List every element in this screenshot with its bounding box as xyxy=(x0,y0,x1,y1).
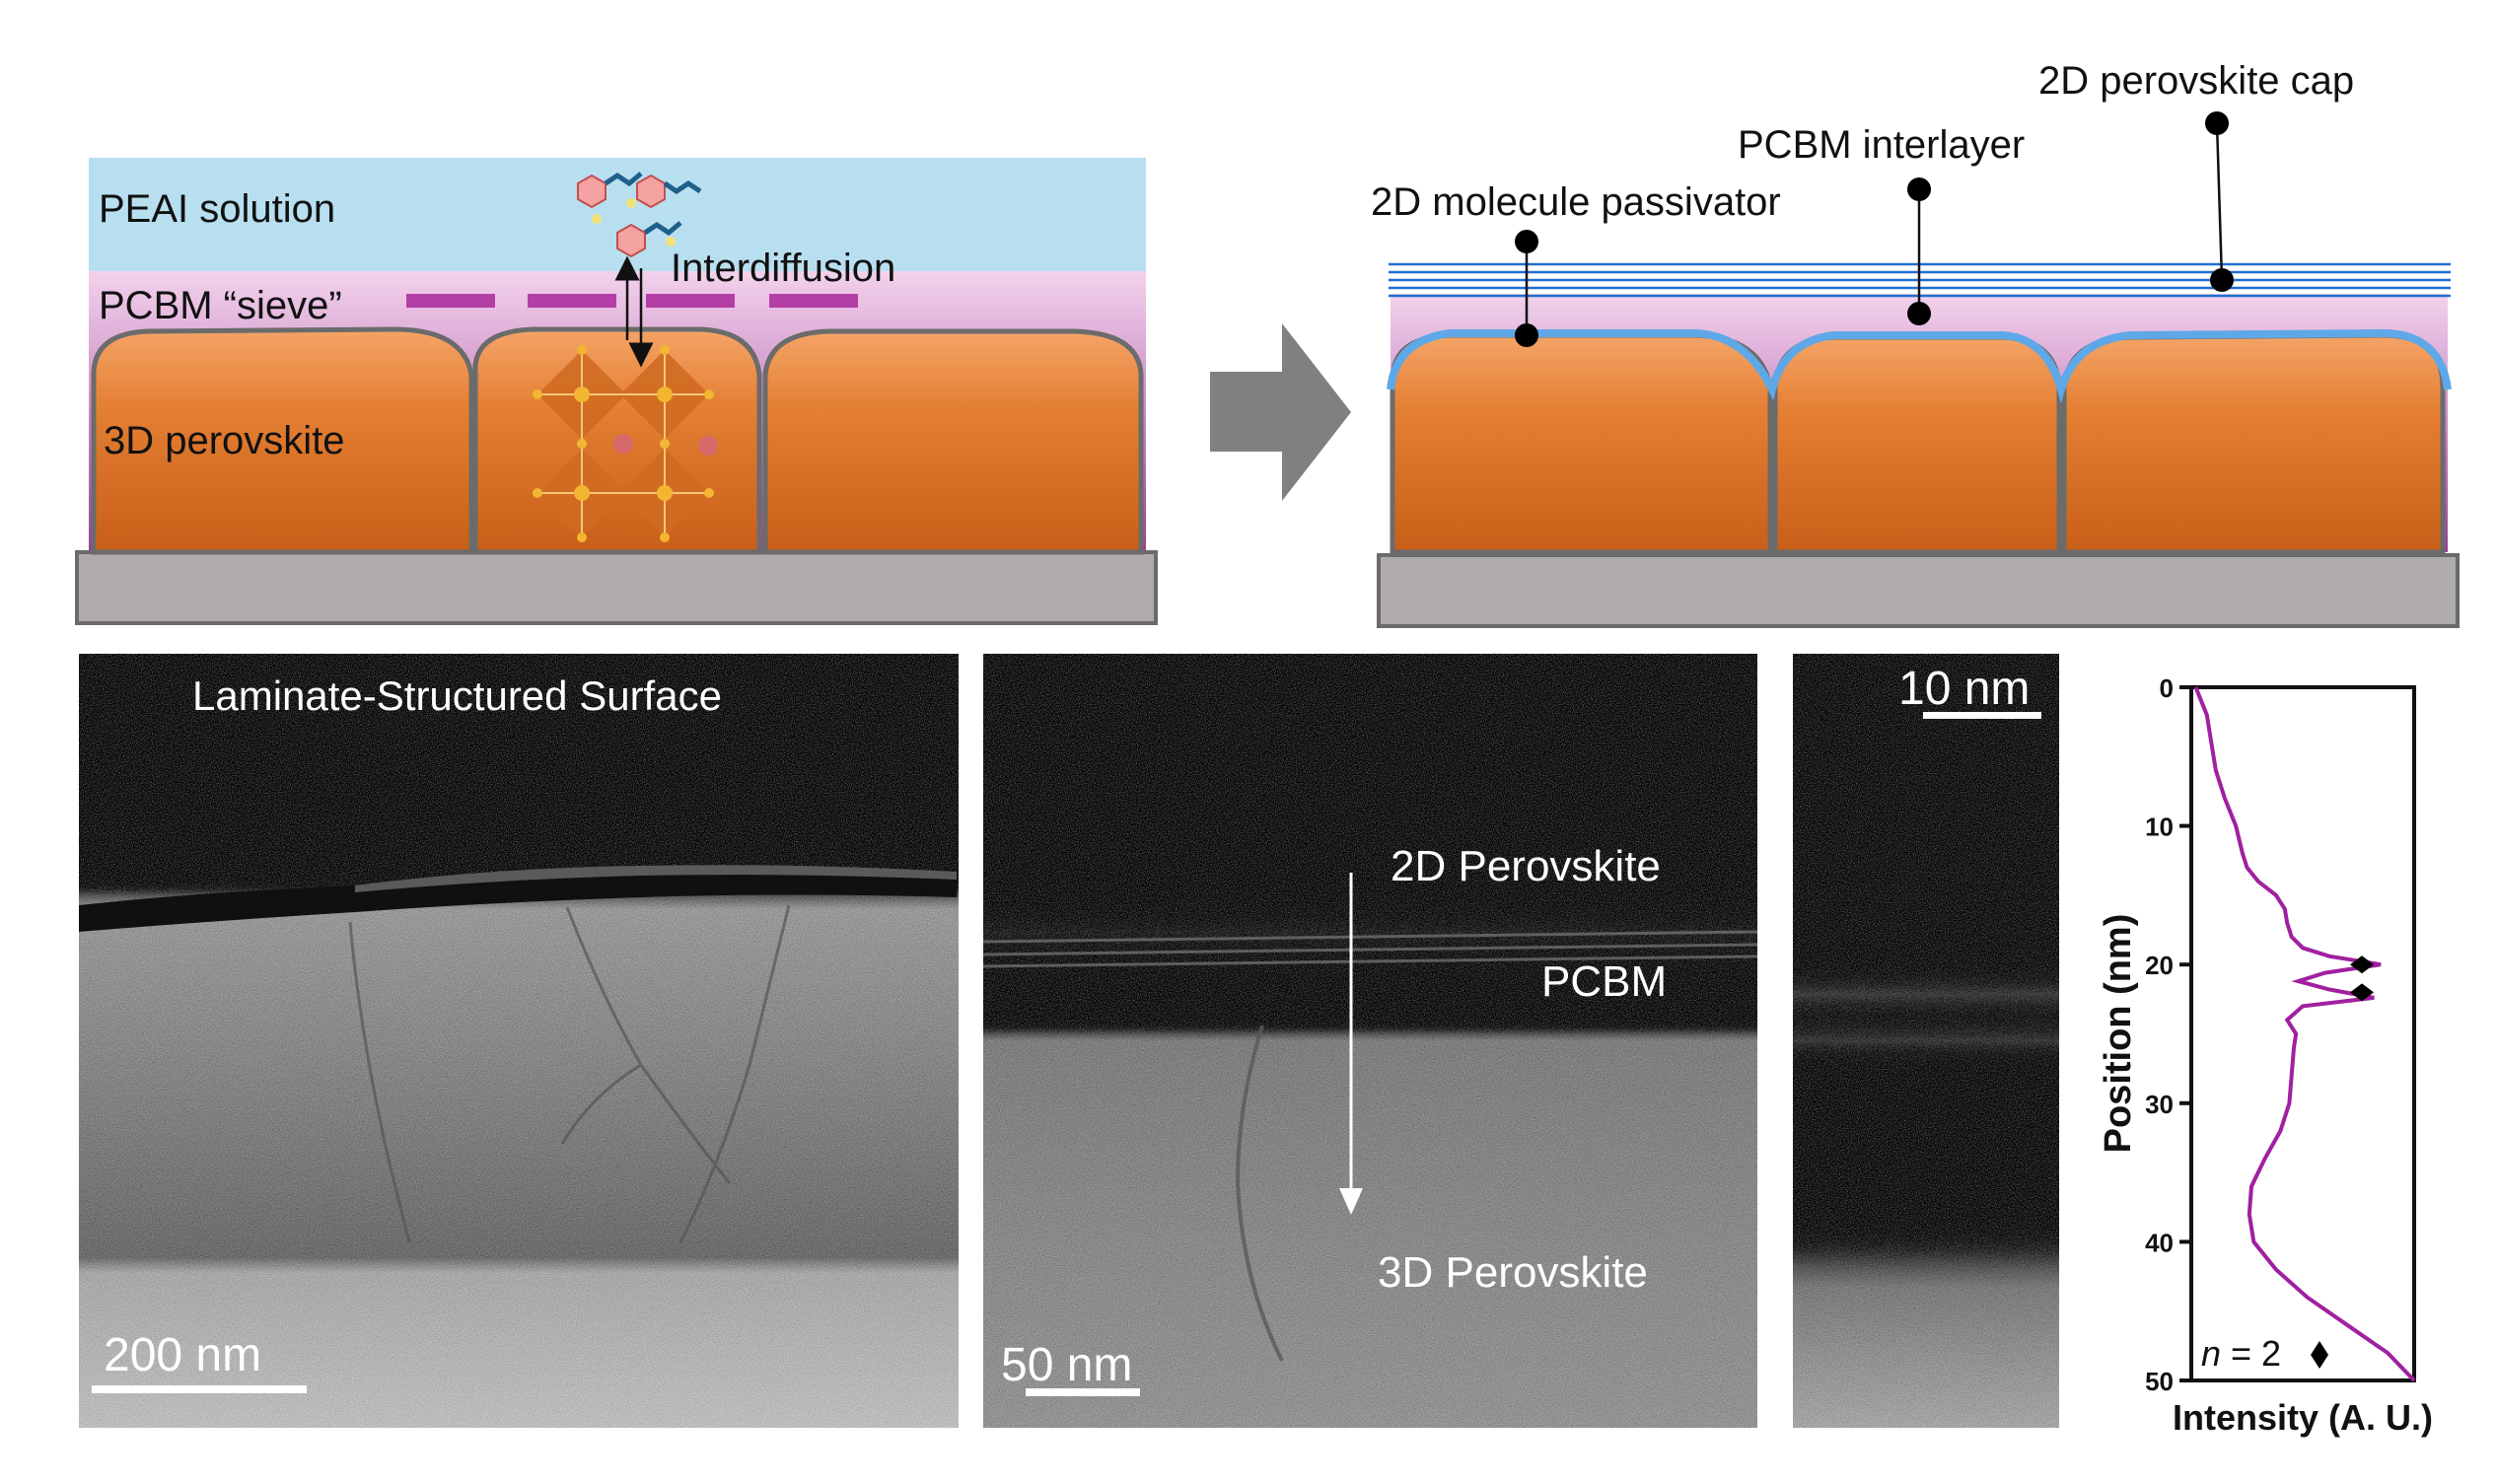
pcbm-sieve-label: PCBM “sieve” xyxy=(99,284,342,327)
grain-right-2 xyxy=(1772,334,2062,555)
grain-left-1 xyxy=(91,326,474,555)
right-schematic: 2D perovskite cap PCBM interlayer 2D mol… xyxy=(1371,59,2460,628)
passivator-coating xyxy=(1387,328,2452,404)
tem-b-pcbm-label: PCBM xyxy=(1541,957,1667,1006)
callout-interlayer xyxy=(1907,177,1931,325)
sieve-dashes xyxy=(406,294,858,308)
y-tick-label: 10 xyxy=(2145,813,2174,842)
tem-b-2d-label: 2D Perovskite xyxy=(1391,842,1661,890)
n-annotation: n = 2 xyxy=(2201,1333,2281,1374)
callout-passivator xyxy=(1515,230,1538,347)
peai-solution-label: PEAI solution xyxy=(99,187,335,231)
tem-a-scale-label: 200 nm xyxy=(104,1329,261,1381)
tem-a-title: Laminate-Structured Surface xyxy=(192,672,722,719)
tem-b-3d-label: 3D Perovskite xyxy=(1378,1248,1648,1297)
chart-y-axis-label: Position (nm) xyxy=(2098,914,2139,1154)
chart-y-ticks: 0 10 20 30 40 50 xyxy=(2145,673,2191,1396)
tem-panel-c: 10 nm xyxy=(1793,654,2059,1428)
tem-panel-b: 2D Perovskite PCBM 3D Perovskite 50 nm xyxy=(982,654,1758,1428)
substrate-right xyxy=(1377,553,2460,628)
layer-marker-diamond xyxy=(2350,955,2374,974)
tem-a-grain-boundaries xyxy=(348,904,791,1243)
tem-c-scale-label: 10 nm xyxy=(1898,663,2030,715)
y-tick-label: 0 xyxy=(2160,673,2174,703)
grain-right-3 xyxy=(2061,332,2446,555)
tem-b-layer-lines xyxy=(982,930,1758,968)
crystal-lattice-illustration xyxy=(533,345,718,542)
tem-a-image xyxy=(79,654,959,1428)
tem-b-scale-label: 50 nm xyxy=(1001,1339,1132,1391)
intensity-profile-line xyxy=(2193,686,2416,1382)
tem-a-cap-layer xyxy=(355,865,957,892)
2d-molecule-passivator-label: 2D molecule passivator xyxy=(1371,180,1781,224)
tem-a-interface-band xyxy=(79,870,957,932)
y-tick-label: 20 xyxy=(2145,951,2174,980)
grain-left-3 xyxy=(762,328,1144,555)
tem-panel-a: Laminate-Structured Surface 200 nm xyxy=(79,654,959,1428)
tem-b-grain-boundary xyxy=(1235,1025,1284,1362)
layer-markers xyxy=(2350,955,2374,1002)
y-tick-label: 30 xyxy=(2145,1090,2174,1119)
left-schematic: PEAI solution PCBM “sieve” 3D perovskite… xyxy=(75,158,1158,625)
tem-b-image xyxy=(983,654,1757,1428)
tem-c-image xyxy=(1793,654,2059,1428)
y-tick-label: 50 xyxy=(2145,1367,2174,1396)
callout-cap xyxy=(2205,111,2234,292)
pcbm-interlayer-label: PCBM interlayer xyxy=(1738,123,2025,167)
tem-a-scale-bar xyxy=(92,1385,307,1393)
n-annotation-marker xyxy=(2311,1341,2328,1369)
intensity-profile-chart: 0 10 20 30 40 50 Position (nm) Intensity (A. … xyxy=(2098,673,2433,1438)
layer-marker-diamond xyxy=(2350,983,2374,1002)
interdiffusion-label: Interdiffusion xyxy=(671,247,895,290)
tem-b-profile-arrowhead xyxy=(1339,1188,1363,1215)
y-tick-label: 40 xyxy=(2145,1228,2174,1257)
chart-x-axis-label: Intensity (A. U.) xyxy=(2173,1397,2433,1438)
tem-c-scale-bar xyxy=(1923,712,2041,719)
chart-frame xyxy=(2189,685,2416,1382)
3d-perovskite-label: 3D perovskite xyxy=(104,419,345,462)
substrate-left xyxy=(75,550,1158,625)
2d-perovskite-cap-label: 2D perovskite cap xyxy=(2038,59,2354,103)
n-annotation-italic: n xyxy=(2201,1333,2221,1374)
tem-b-scale-bar xyxy=(1026,1388,1140,1396)
peai-molecules-illustration xyxy=(577,172,702,258)
transition-arrow xyxy=(1210,323,1351,501)
grain-right-1 xyxy=(1390,332,1773,555)
n-annotation-value: = 2 xyxy=(2221,1333,2281,1374)
